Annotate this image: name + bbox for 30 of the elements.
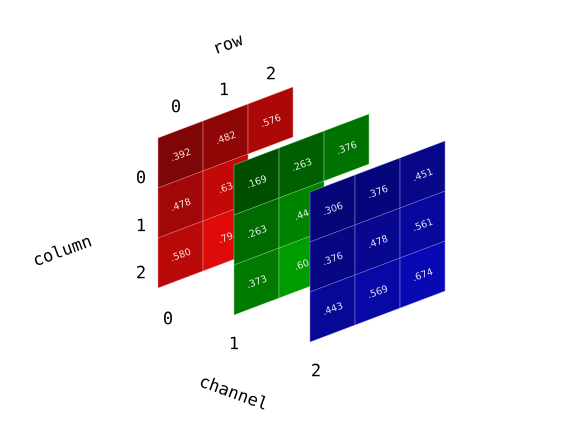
matrix-cell: .376 [310,224,356,292]
axis-label: 1 [138,218,145,232]
matrix-cell: .482 [202,104,248,172]
matrix-cell: .569 [354,258,400,326]
matrix-cell: .169 [234,148,280,216]
matrix-cell: .443 [310,274,356,342]
axis-label: 2 [312,364,320,376]
matrix-cell: .478 [158,170,204,238]
axis-label: 1 [220,82,228,96]
matrix-cell: .451 [400,140,446,208]
axis-label: 1 [230,336,238,350]
axis-label: 0 [172,100,180,112]
matrix-cell: .376 [324,114,370,182]
matrix-cell: .373 [234,248,280,316]
axis-label: column [34,238,92,265]
matrix-cell: .561 [400,190,446,258]
matrix-cell: .580 [158,220,204,288]
axis-label: 0 [136,170,146,184]
axis-label: row [214,35,242,54]
axis-label: 2 [137,266,145,278]
matrix-cell: .306 [310,174,356,242]
axis-label: 2 [267,66,275,80]
matrix-cell: .392 [158,120,204,188]
matrix-cell: .263 [278,130,324,198]
matrix-cell: .263 [234,198,280,266]
matrix-cell: .576 [248,86,294,154]
axis-label: 0 [164,312,172,324]
matrix-cell: .478 [354,208,400,276]
matrix-cell: .376 [354,158,400,226]
matrix-cell: .674 [400,240,446,308]
